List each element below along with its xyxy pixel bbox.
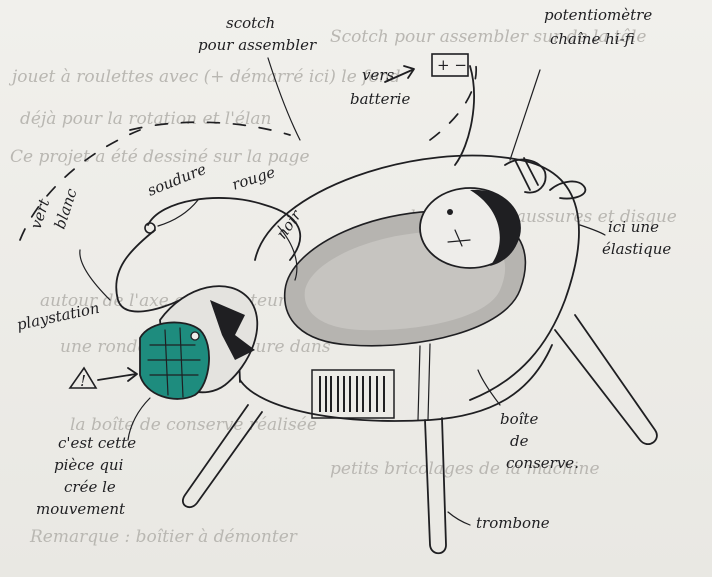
battery-wire <box>455 66 474 165</box>
label-vert: vert <box>27 196 54 232</box>
label-boite-2: de <box>510 432 529 450</box>
barcode-bars <box>320 376 384 412</box>
leg-right <box>555 315 657 444</box>
ghost-line-2: jouet à roulettes avec (+ démarré ici) l… <box>8 67 401 87</box>
label-boite-1: boîte <box>500 410 538 428</box>
ghost-line-8: la boîte de conserve réalisée <box>70 415 317 435</box>
ghost-line-10: Remarque : boîtier à démonter <box>29 527 298 547</box>
label-piece-1: c'est cette <box>58 434 136 452</box>
leader-potentiometre <box>510 70 540 160</box>
motor-screw <box>191 332 199 340</box>
knob-dot <box>447 209 453 215</box>
ghost-line-4: Ce projet a été dessiné sur la page <box>10 147 310 167</box>
label-potentiometre-2: chaîne hi-fi <box>550 30 635 48</box>
warning-marker: ! <box>70 368 137 390</box>
ghost-line-3: déjà pour la rotation et l'élan <box>20 109 272 129</box>
pot-lead-1 <box>505 160 546 193</box>
seam-line-2 <box>428 344 430 420</box>
label-scotch-1: scotch <box>226 14 275 32</box>
label-batterie: batterie <box>350 90 410 108</box>
warning-symbol: ! <box>80 372 86 390</box>
battery-symbol: + − <box>437 56 467 74</box>
label-piece-4: mouvement <box>36 500 126 518</box>
label-potentiometre-1: potentiomètre <box>544 6 652 24</box>
label-vers: vers <box>362 66 395 84</box>
label-piece-2: pièce qui <box>54 456 124 474</box>
seam-line-1 <box>418 346 420 420</box>
label-trombone: trombone <box>476 514 550 532</box>
solder-joint <box>145 223 155 233</box>
barcode-frame <box>312 370 394 418</box>
leader-trombone <box>448 512 470 525</box>
label-scotch-2: pour assembler <box>198 36 317 54</box>
leg-front <box>425 418 446 553</box>
label-blanc: blanc <box>51 186 81 232</box>
label-elastique-2: élastique <box>602 240 671 258</box>
label-piece-3: crée le <box>64 478 116 496</box>
label-boite-3: conserve. <box>506 454 579 472</box>
label-elastique-1: ici une <box>608 218 659 236</box>
label-rouge: rouge <box>230 163 278 194</box>
